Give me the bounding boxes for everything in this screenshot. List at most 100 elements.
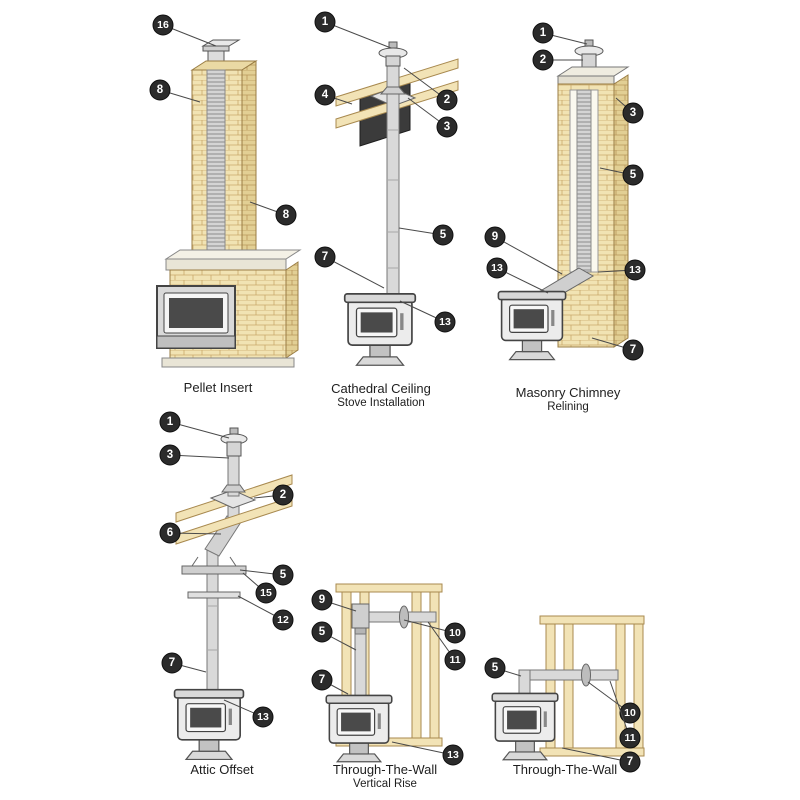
- caption-text: Through-The-Wall: [332, 762, 438, 777]
- chimney-cap: [220, 427, 248, 457]
- svg-text:2: 2: [444, 94, 450, 106]
- chimney-crown: [556, 66, 630, 85]
- callout-masonry-relining-5: 5: [622, 164, 644, 186]
- callout-pellet-insert-8: 8: [149, 79, 171, 101]
- callout-attic-offset-5: 5: [272, 564, 294, 586]
- hearth: [161, 357, 295, 368]
- callout-through-the-wall-vertical-rise-7: 7: [311, 669, 333, 691]
- svg-text:10: 10: [449, 627, 461, 639]
- caption-ttw: Through-The-Wall: [465, 762, 665, 778]
- svg-text:13: 13: [447, 749, 459, 761]
- diagram-attic-offset: [173, 427, 293, 761]
- callout-attic-offset-15: 15: [255, 582, 277, 604]
- callout-cathedral-ceiling-2: 2: [436, 89, 458, 111]
- diagram-cathedral-ceiling: [335, 41, 459, 367]
- wood-stove: [325, 694, 393, 763]
- callout-cathedral-ceiling-13: 13: [434, 311, 456, 333]
- svg-text:2: 2: [280, 489, 286, 501]
- svg-text:5: 5: [280, 569, 287, 581]
- wood-stove: [497, 290, 567, 361]
- diagram-ttw: [491, 615, 645, 761]
- callout-masonry-relining-13: 13: [486, 257, 508, 279]
- callout-through-the-wall-vertical-rise-5: 5: [311, 621, 333, 643]
- callout-attic-offset-6: 6: [159, 522, 181, 544]
- svg-text:13: 13: [257, 711, 269, 723]
- masonry-chimney-stack: [190, 60, 258, 260]
- callout-through-the-wall-vertical-rise-9: 9: [311, 589, 333, 611]
- callout-attic-offset-1: 1: [159, 411, 181, 433]
- callout-cathedral-ceiling-1: 1: [314, 11, 336, 33]
- chimney-cap: [378, 41, 408, 67]
- callout-masonry-relining-13: 13: [624, 259, 646, 281]
- callout-leader-line: [561, 747, 631, 763]
- callout-through-the-wall-5: 5: [484, 657, 506, 679]
- caption-pellet-insert: Pellet Insert: [118, 380, 318, 396]
- pellet-insert-stove: [156, 285, 236, 349]
- diagram-ttw-vertical-rise: [325, 583, 443, 763]
- callout-through-the-wall-vertical-rise-11: 11: [444, 649, 466, 671]
- svg-text:7: 7: [630, 344, 636, 356]
- wood-stove: [343, 293, 417, 367]
- svg-text:5: 5: [319, 626, 326, 638]
- storm-collar: [221, 484, 246, 493]
- callout-attic-offset-3: 3: [159, 444, 181, 466]
- caption-text: Pellet Insert: [183, 380, 253, 395]
- svg-text:1: 1: [167, 416, 174, 428]
- callout-masonry-relining-1: 1: [532, 22, 554, 44]
- callout-through-the-wall-10: 10: [619, 702, 641, 724]
- wood-stove: [173, 688, 245, 761]
- caption-text: Cathedral Ceiling: [331, 381, 431, 396]
- callout-pellet-insert-8: 8: [275, 204, 297, 226]
- caption-subtext: Vertical Rise: [353, 777, 417, 790]
- svg-text:9: 9: [319, 594, 325, 606]
- svg-text:7: 7: [169, 657, 175, 669]
- diagram-pellet-insert: [156, 39, 302, 368]
- svg-text:10: 10: [624, 707, 636, 719]
- svg-text:5: 5: [492, 662, 499, 674]
- caption-text: Through-The-Wall: [512, 762, 618, 777]
- flex-liner: [576, 89, 592, 273]
- callout-pellet-insert-16: 16: [152, 14, 174, 36]
- svg-text:3: 3: [444, 121, 450, 133]
- storm-collar: [379, 86, 407, 95]
- svg-text:2: 2: [540, 54, 546, 66]
- svg-text:7: 7: [627, 756, 633, 768]
- callout-leader-line: [324, 21, 392, 49]
- vertical-pipe: [354, 633, 367, 697]
- svg-text:7: 7: [319, 674, 325, 686]
- chimney-cap: [574, 39, 604, 69]
- svg-text:4: 4: [322, 89, 329, 101]
- svg-text:5: 5: [440, 229, 447, 241]
- svg-text:13: 13: [629, 264, 641, 276]
- callout-through-the-wall-11: 11: [619, 727, 641, 749]
- callout-cathedral-ceiling-3: 3: [436, 116, 458, 138]
- svg-text:15: 15: [260, 587, 272, 599]
- svg-text:6: 6: [167, 527, 173, 539]
- callout-attic-offset-12: 12: [272, 609, 294, 631]
- caption-masonry-relining: Masonry Chimney Relining: [468, 385, 668, 414]
- tee: [351, 603, 370, 635]
- svg-text:13: 13: [439, 316, 451, 328]
- svg-text:3: 3: [630, 107, 636, 119]
- callout-cathedral-ceiling-7: 7: [314, 246, 336, 268]
- callout-attic-offset-2: 2: [272, 484, 294, 506]
- stove-pipe: [386, 63, 400, 299]
- callout-leader-line: [324, 256, 385, 289]
- callout-masonry-relining-3: 3: [622, 102, 644, 124]
- svg-text:1: 1: [322, 16, 329, 28]
- callout-cathedral-ceiling-4: 4: [314, 84, 336, 106]
- svg-text:16: 16: [157, 19, 169, 31]
- callout-cathedral-ceiling-5: 5: [432, 224, 454, 246]
- wall-thimble: [581, 663, 591, 687]
- svg-text:12: 12: [277, 614, 289, 626]
- roof-flashing: [209, 489, 257, 509]
- caption-ttw-vertical-rise: Through-The-Wall Vertical Rise: [285, 762, 485, 791]
- svg-text:9: 9: [492, 231, 498, 243]
- diagram-masonry-relining: [497, 39, 630, 361]
- svg-text:7: 7: [322, 251, 328, 263]
- flex-liner: [206, 69, 226, 260]
- svg-text:3: 3: [167, 449, 173, 461]
